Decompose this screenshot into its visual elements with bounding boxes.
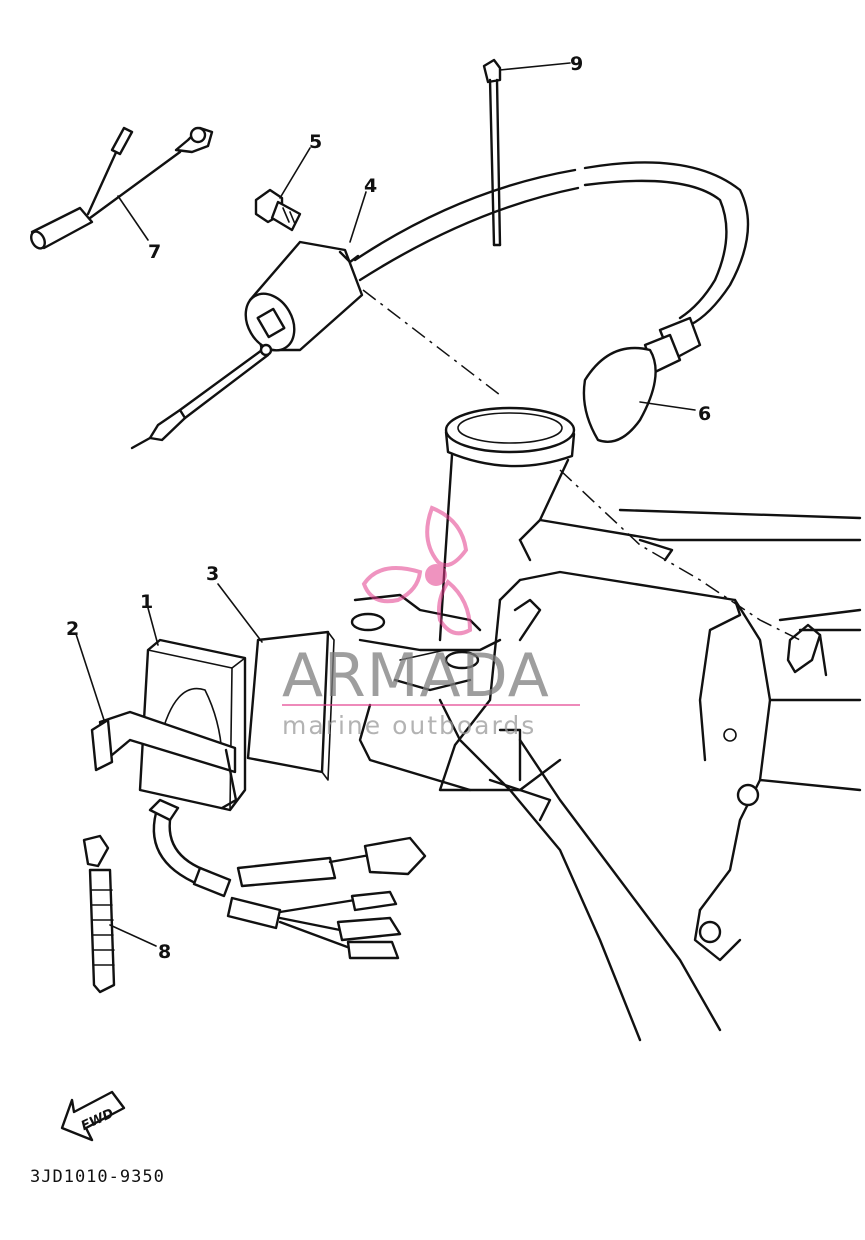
watermark-tagline: marine outboards xyxy=(282,711,536,740)
callout-3: 3 xyxy=(206,563,219,585)
leader-lines xyxy=(75,62,696,947)
cdi-harness xyxy=(148,798,427,960)
callout-1: 1 xyxy=(140,591,153,613)
callout-7: 7 xyxy=(148,241,161,263)
fwd-arrow-icon: FWD xyxy=(60,1090,126,1142)
callout-8: 8 xyxy=(158,941,171,963)
diagram-code: 3JD1010-9350 xyxy=(30,1167,165,1187)
cable-tie-part-9 xyxy=(482,58,502,247)
callout-6: 6 xyxy=(698,403,711,425)
damper-part-3 xyxy=(246,630,335,781)
propeller-logo-icon xyxy=(361,505,473,636)
callout-5: 5 xyxy=(309,131,322,153)
plug-cap-part-6 xyxy=(582,316,702,443)
armada-watermark: ARMADA marine outboards xyxy=(282,505,580,740)
lead-wire-part-7 xyxy=(30,126,214,250)
callout-9: 9 xyxy=(570,53,583,75)
band-part-2 xyxy=(90,710,238,810)
cable-tie-part-8 xyxy=(82,834,116,994)
bolt-part-5 xyxy=(254,188,302,232)
callout-4: 4 xyxy=(364,175,377,197)
watermark-brand: ARMADA xyxy=(282,641,550,711)
frame-assembly xyxy=(350,289,862,1042)
callout-2: 2 xyxy=(66,618,79,640)
callouts: 1 2 3 4 5 6 7 8 9 xyxy=(66,53,711,963)
ignition-coil-part-4 xyxy=(130,161,750,450)
